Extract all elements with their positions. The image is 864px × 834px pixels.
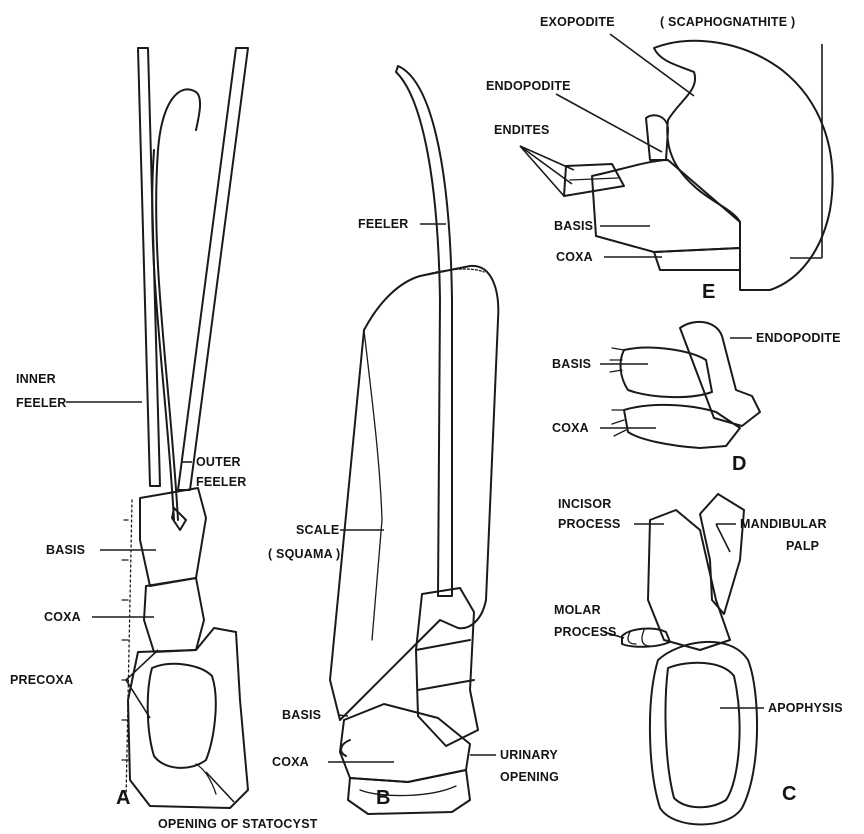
label-inner-feeler-2: FEELER <box>16 396 67 410</box>
figure-c-mandible <box>622 494 757 825</box>
label-coxa-b: COXA <box>272 755 309 769</box>
label-molar-1: MOLAR <box>554 603 601 617</box>
peduncle-shape <box>416 588 478 746</box>
coiled-feeler-shape <box>156 89 200 520</box>
scale-shape <box>330 266 498 720</box>
label-outer-feeler-1: OUTER <box>196 455 241 469</box>
label-mandibular-2: PALP <box>786 539 819 553</box>
label-urinary-1: URINARY <box>500 748 558 762</box>
label-mandibular-1: MANDIBULAR <box>740 517 827 531</box>
labels: INNER FEELER OUTER FEELER BASIS COXA PRE… <box>10 15 843 831</box>
label-incisor-2: PROCESS <box>558 517 621 531</box>
label-basis-e: BASIS <box>554 219 593 233</box>
label-incisor-1: INCISOR <box>558 497 612 511</box>
label-coxa-d: COXA <box>552 421 589 435</box>
label-feeler-b: FEELER <box>358 217 409 231</box>
scaphognathite-shape <box>654 41 833 290</box>
label-coxa-e: COXA <box>556 250 593 264</box>
label-precoxa: PRECOXA <box>10 673 73 687</box>
label-scaphognathite: ( SCAPHOGNATHITE ) <box>660 15 795 29</box>
mandibular-palp-shape <box>700 494 744 614</box>
label-endopodite-d: ENDOPODITE <box>756 331 841 345</box>
label-endites: ENDITES <box>494 123 550 137</box>
endopodite-shape-e <box>646 115 668 160</box>
precoxa-shape <box>128 628 248 808</box>
label-opening-statocyst: OPENING OF STATOCYST <box>158 817 318 831</box>
coxa-shape-e <box>654 248 740 270</box>
label-squama: ( SQUAMA ) <box>268 547 340 561</box>
label-endopodite-e: ENDOPODITE <box>486 79 571 93</box>
figure-b-antenna <box>330 66 498 814</box>
label-outer-feeler-2: FEELER <box>196 475 247 489</box>
leader-lines <box>66 34 822 802</box>
label-apophysis: APOPHYSIS <box>768 701 843 715</box>
figure-letter-d: D <box>732 453 746 475</box>
figure-letter-e: E <box>702 281 715 303</box>
figure-letter-c: C <box>782 783 796 805</box>
label-exopodite: EXOPODITE <box>540 15 615 29</box>
label-inner-feeler-1: INNER <box>16 372 56 386</box>
basis-shape-e <box>592 160 740 252</box>
label-scale: SCALE <box>296 523 339 537</box>
coxa-shape-d <box>624 405 740 448</box>
label-coxa-a: COXA <box>44 610 81 624</box>
coxa-shape <box>144 578 204 652</box>
figure-e-maxilla <box>564 41 833 290</box>
basis-shape-d <box>621 348 712 397</box>
label-basis-b: BASIS <box>282 708 321 722</box>
label-urinary-2: OPENING <box>500 770 559 784</box>
label-molar-2: PROCESS <box>554 625 617 639</box>
figure-a-antennule <box>122 48 248 808</box>
outer-feeler-shape <box>178 48 248 490</box>
feeler-shape <box>396 66 452 596</box>
figure-d-maxillule <box>610 322 760 448</box>
label-basis-a: BASIS <box>46 543 85 557</box>
figure-letter-a: A <box>116 787 130 809</box>
inner-feeler-shape <box>138 48 160 486</box>
label-basis-d: BASIS <box>552 357 591 371</box>
figure-letter-b: B <box>376 787 390 809</box>
